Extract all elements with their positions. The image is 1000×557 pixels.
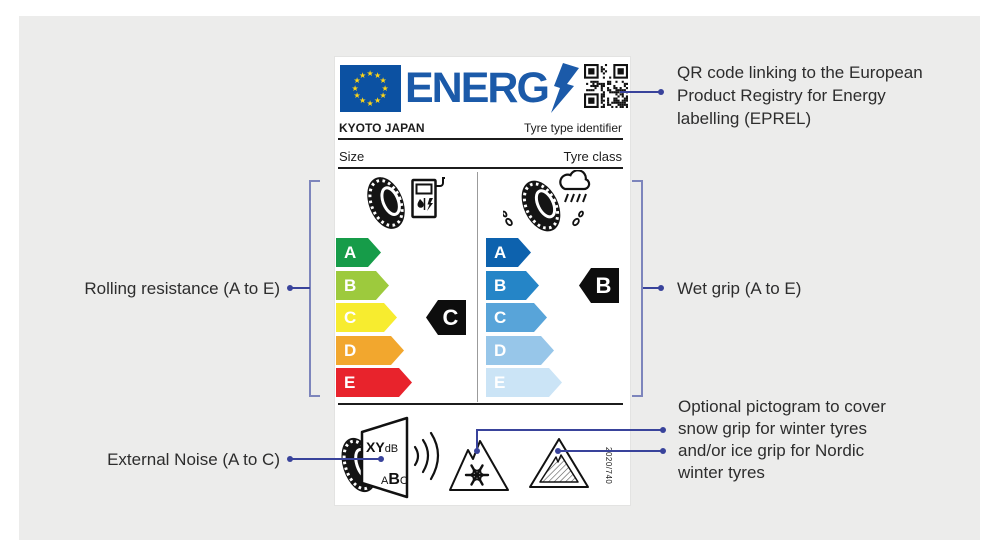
bracket-wet-top [632,180,643,182]
grade-letter: A [344,243,357,262]
callout-rolling-resistance: Rolling resistance (A to E) [84,279,280,298]
star-icon: ★ [353,76,361,85]
noise-class-c: C [399,475,408,487]
callout-wet-grip: Wet grip (A to E) [677,279,802,298]
star-icon: ★ [379,91,387,100]
wet-grade-d: D [486,336,554,365]
grade-letter: D [494,341,507,360]
grade-letter: B [494,276,507,295]
fuel-pump-icon [411,177,445,219]
size-label: Size [339,149,365,164]
noise-class-scale: ABC [381,471,408,489]
connector-line-snow [476,429,663,431]
callout-winter-pictogram: Optional pictogram to cover snow grip fo… [678,397,886,482]
connector-line-ice [558,450,663,452]
energ-logo-text: ENERG [405,64,550,112]
rain-cloud-icon [559,170,591,203]
brand-name: KYOTO JAPAN [339,121,425,135]
connector-line-noise [291,458,381,460]
connector-line-qr [620,91,661,93]
rolling-resistance-rating: C [442,304,459,330]
grade-letter: C [344,308,357,327]
wet-grade-b: B [486,271,539,300]
connector-dot-noise-icon [378,456,384,462]
connector-line-rolling [291,287,310,289]
star-icon: ★ [374,70,382,80]
star-icon: ★ [359,96,367,106]
noise-class-a: A [381,475,389,487]
noise-value: XY [366,439,385,455]
star-icon: ★ [351,83,359,93]
bracket-rolling-top [309,180,320,182]
water-splash-icon [503,210,584,227]
grade-letter: A [494,243,507,262]
lightning-bolt-icon [551,63,579,113]
tyre-fuel-pump-icon [367,177,445,229]
grade-letter: C [494,308,507,327]
tyre-icon [367,177,405,229]
connector-dot-rolling [287,285,293,291]
callout-external-noise: External Noise (A to C) [107,450,280,469]
connector-dot-snow-icon [474,448,480,454]
tyre-icon [521,180,561,232]
rolling-grade-c: C [336,303,397,332]
grade-letter: D [344,341,357,360]
wet-grade-c: C [486,303,547,332]
connector-dot-qr [658,89,664,95]
rolling-grade-d: D [336,336,404,365]
wet-grip-rating: B [595,272,612,298]
callout-qr: QR code linking to the European Product … [677,63,923,128]
bracket-wet-bottom [632,395,643,397]
star-icon: ★ [379,76,387,85]
noise-db-value: XYdB [366,439,398,457]
tyre-rain-cloud-icon [503,170,591,232]
connector-dot-noise-text [287,456,293,462]
eu-flag-icon: ★★★★★★★★★★★★ [340,65,401,112]
rolling-grade-e: E [336,368,412,397]
wet-grade-e: E [486,368,562,397]
qr-code [584,64,628,108]
noise-unit: dB [384,443,399,455]
connector-dot-ice-text [660,448,666,454]
ice-grip-icon [529,438,589,488]
sound-waves-icon [413,431,440,481]
connector-vline-snow [476,429,478,452]
bracket-rolling [309,180,311,397]
tyre-type-identifier-label: Tyre type identifier [523,121,622,135]
grade-letter: E [494,373,506,392]
star-icon: ★ [353,91,361,100]
noise-class-b: B [388,471,400,488]
snow-grip-3pmsf-icon [449,440,509,491]
regulation-number: 2020/740 [604,447,613,485]
grade-letter: E [344,373,356,392]
star-icon: ★ [381,83,389,93]
grade-letter: B [344,276,357,295]
connector-dot-ice-icon [555,448,561,454]
star-icon: ★ [374,96,382,106]
column-divider [477,172,478,402]
snowflake-icon [464,464,490,486]
header-divider [338,138,623,140]
noise-horn-icon [360,416,440,499]
size-divider [338,167,623,169]
connector-dot-snow-text [660,427,666,433]
connector-dot-wet [658,285,664,291]
tyre-class-label: Tyre class [563,149,622,164]
bracket-wet [641,180,643,397]
star-icon: ★ [359,70,367,80]
rolling-grade-b: B [336,271,389,300]
star-icon: ★ [366,98,374,108]
star-icon: ★ [366,68,374,78]
bracket-rolling-bottom [309,395,320,397]
connector-line-wet [643,287,660,289]
section-divider [338,403,623,405]
